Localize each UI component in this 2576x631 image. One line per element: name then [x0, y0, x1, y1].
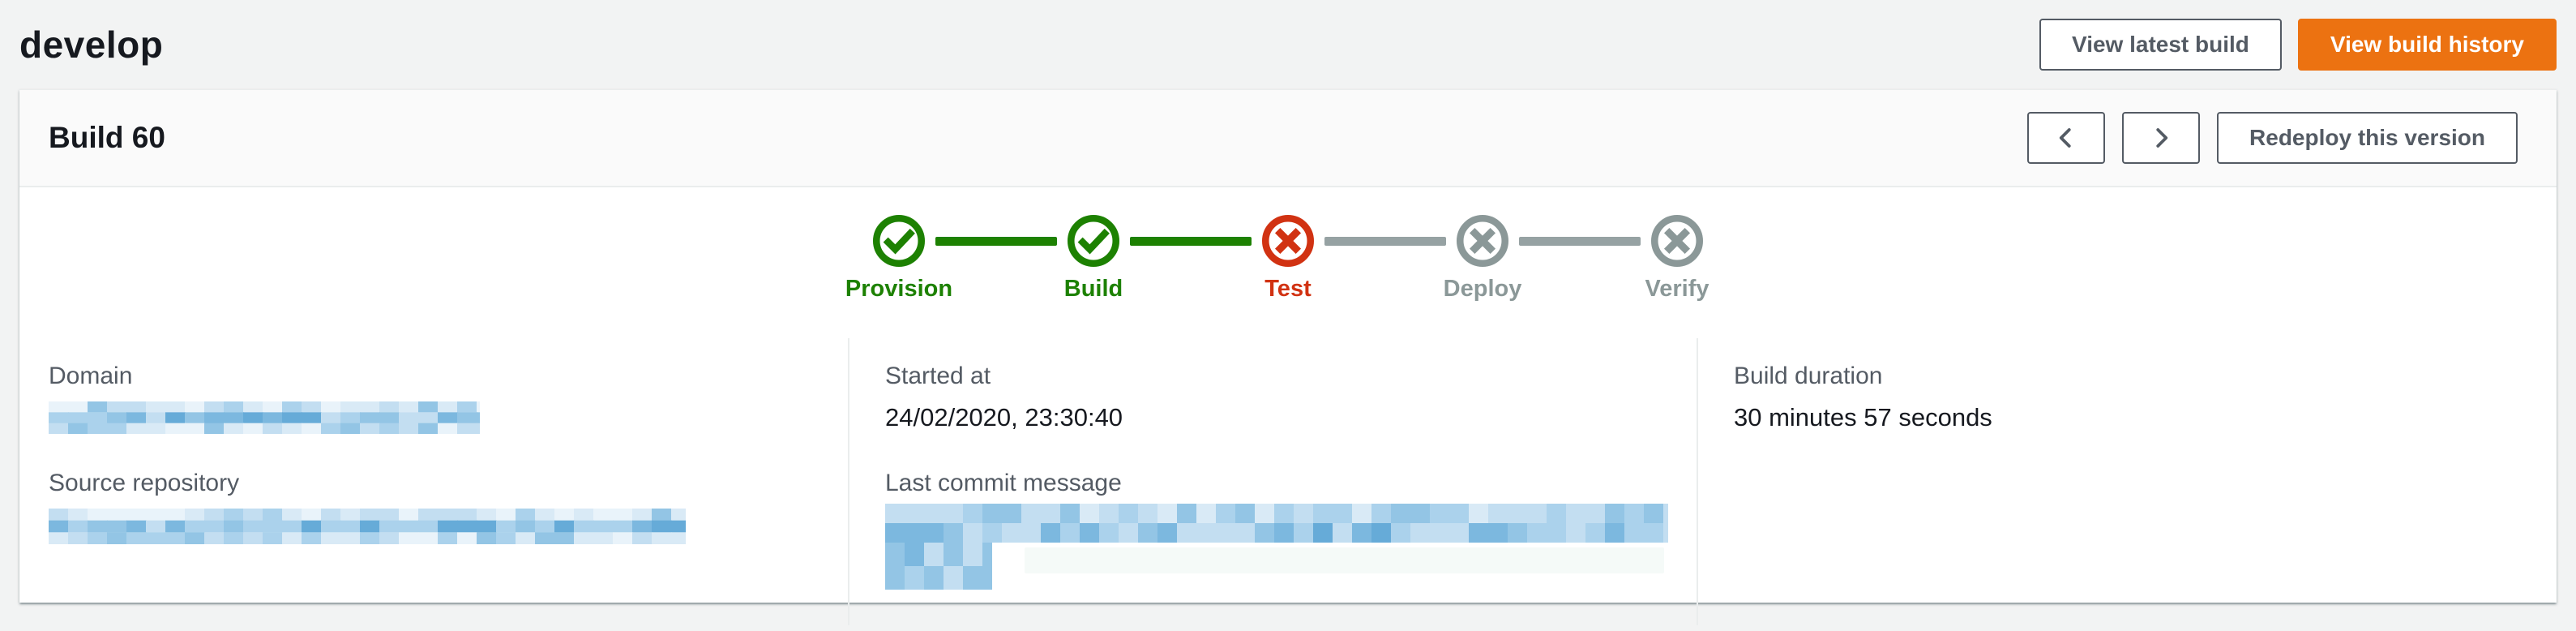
pipeline-stage-provision: Provision — [838, 215, 960, 303]
view-build-history-button[interactable]: View build history — [2297, 19, 2557, 71]
pipeline-connector — [1324, 237, 1446, 246]
started-at-value: 24/02/2020, 23:30:40 — [885, 403, 1123, 431]
domain-value-redacted[interactable] — [49, 401, 815, 434]
build-duration-field: Build duration 30 minutes 57 seconds — [1734, 363, 2524, 434]
success-check-icon — [873, 215, 925, 267]
build-duration-value: 30 minutes 57 seconds — [1734, 403, 1992, 431]
pipeline-stage-verify: Verify — [1616, 215, 1738, 303]
pipeline-stage-build: Build — [1033, 215, 1154, 303]
redacted-link-blur — [49, 509, 686, 544]
next-build-button[interactable] — [2122, 112, 2201, 164]
domain-label: Domain — [49, 363, 133, 389]
started-at-field: Started at 24/02/2020, 23:30:40 — [885, 363, 1664, 434]
pipeline-connector — [1519, 237, 1641, 246]
failed-x-icon — [1262, 215, 1314, 267]
domain-field: Domain — [49, 363, 815, 434]
source-repository-value-redacted[interactable] — [49, 509, 815, 544]
success-check-icon — [1068, 215, 1119, 267]
build-card-header: Build 60 Redeploy this version — [19, 90, 2557, 187]
stage-label-provision: Provision — [845, 276, 953, 302]
build-pipeline: Provision Build Test Deploy — [19, 187, 2557, 309]
redacted-link-blur — [49, 401, 480, 434]
build-duration-label: Build duration — [1734, 363, 1883, 389]
page-header: develop View latest build View build his… — [0, 0, 2576, 89]
page-header-actions: View latest build View build history — [2039, 19, 2557, 71]
source-repository-label: Source repository — [49, 470, 240, 496]
pipeline-stage-test: Test — [1227, 215, 1349, 303]
redacted-text-blur — [885, 504, 1668, 543]
chevron-left-icon — [2054, 124, 2078, 152]
details-column-3: Build duration 30 minutes 57 seconds — [1697, 338, 2557, 625]
pending-x-icon — [1457, 215, 1508, 267]
chevron-right-icon — [2149, 124, 2173, 152]
previous-build-button[interactable] — [2027, 112, 2106, 164]
pending-x-icon — [1651, 215, 1703, 267]
redacted-text-blur — [885, 543, 992, 590]
commit-message-redacted — [885, 504, 1668, 590]
details-column-1: Domain Source repository — [19, 338, 848, 625]
last-commit-label: Last commit message — [885, 470, 1122, 496]
build-details: Domain Source repository Started at 24/0… — [19, 338, 2557, 625]
details-column-2: Started at 24/02/2020, 23:30:40 Last com… — [848, 338, 1697, 625]
stage-label-deploy: Deploy — [1443, 276, 1522, 302]
build-card-actions: Redeploy this version — [2027, 112, 2518, 164]
started-at-label: Started at — [885, 363, 991, 389]
build-card: Build 60 Redeploy this version Provision — [19, 89, 2557, 625]
stage-label-test: Test — [1264, 276, 1312, 302]
source-repository-field: Source repository — [49, 470, 815, 544]
pipeline-stage-deploy: Deploy — [1422, 215, 1543, 303]
pipeline-connector — [1130, 237, 1252, 246]
pipeline-connector — [935, 237, 1057, 246]
redeploy-button[interactable]: Redeploy this version — [2217, 112, 2518, 164]
redacted-faint-blur — [1025, 547, 1664, 573]
stage-label-build: Build — [1063, 276, 1123, 302]
last-commit-field: Last commit message — [885, 470, 1668, 590]
build-title: Build 60 — [49, 121, 165, 154]
view-latest-build-button[interactable]: View latest build — [2039, 19, 2282, 71]
stage-label-verify: Verify — [1645, 276, 1709, 302]
commit-message-redacted-line2 — [885, 543, 1664, 590]
page-title: develop — [19, 24, 164, 66]
